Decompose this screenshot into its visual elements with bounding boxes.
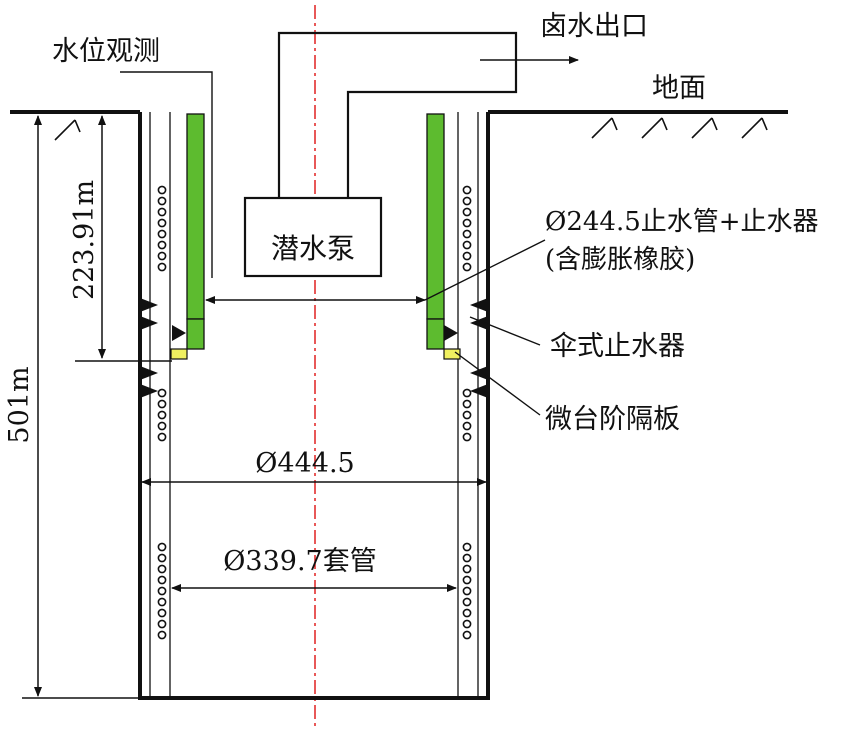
pump-discharge-pipe — [277, 31, 518, 198]
umbrella-stopper-label: 伞式止水器 — [550, 331, 685, 362]
baffle-label: 微台阶隔板 — [545, 404, 680, 435]
screen-perforations-left — [157, 185, 167, 640]
screen-perforations-right — [462, 185, 472, 640]
brine-outlet-label: 卤水出口 — [540, 11, 648, 42]
borehole-wall — [138, 112, 490, 700]
pump-label: 潜水泵 — [271, 232, 355, 265]
stop-water-pipe — [186, 113, 445, 350]
ground-surface — [10, 110, 788, 141]
water-level-label: 水位观测 — [52, 36, 160, 67]
leader-lines — [22, 71, 546, 699]
submersible-pump — [243, 196, 383, 278]
stop-pipe-label-line1: Ø244.5止水管+止水器 — [545, 207, 819, 237]
stop-pipe-label-line2: (含膨胀橡胶) — [545, 245, 695, 275]
bore-diameter-label: Ø444.5 — [255, 448, 354, 479]
casing-pipe — [149, 112, 479, 698]
casing-label: Ø339.7套管 — [223, 546, 376, 577]
micro-step-baffle — [170, 348, 461, 360]
depth-upper-label: 223.91m — [69, 180, 100, 300]
umbrella-stopper-marks — [140, 298, 488, 398]
depth-total-label: 501m — [4, 366, 35, 443]
ground-label: 地面 — [652, 73, 706, 104]
